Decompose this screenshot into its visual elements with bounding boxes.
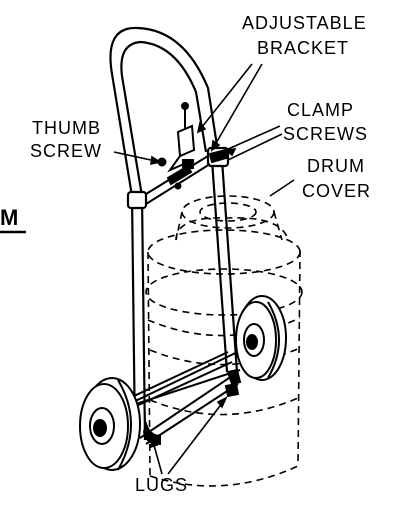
label-cover: COVER <box>302 181 372 201</box>
right-frame-rail <box>206 146 239 373</box>
right-wheel <box>235 295 287 381</box>
lug-right <box>224 382 240 398</box>
label-lugs: LUGS <box>135 475 189 495</box>
left-wheel <box>79 377 141 471</box>
edge-fragment-letter: M <box>0 205 19 230</box>
adjustable-bracket <box>167 102 196 173</box>
label-thumb: THUMB <box>32 118 101 138</box>
label-adjustable: ADJUSTABLE <box>242 13 367 33</box>
label-bracket: BRACKET <box>257 38 350 58</box>
handle-loop <box>109 26 220 197</box>
thumb-screw <box>157 157 182 190</box>
label-drum: DRUM <box>307 156 365 176</box>
label-screw: SCREW <box>30 141 102 161</box>
label-clamp: CLAMP <box>287 100 355 120</box>
leader-lines <box>113 63 295 475</box>
label-screws: SCREWS <box>283 124 369 144</box>
